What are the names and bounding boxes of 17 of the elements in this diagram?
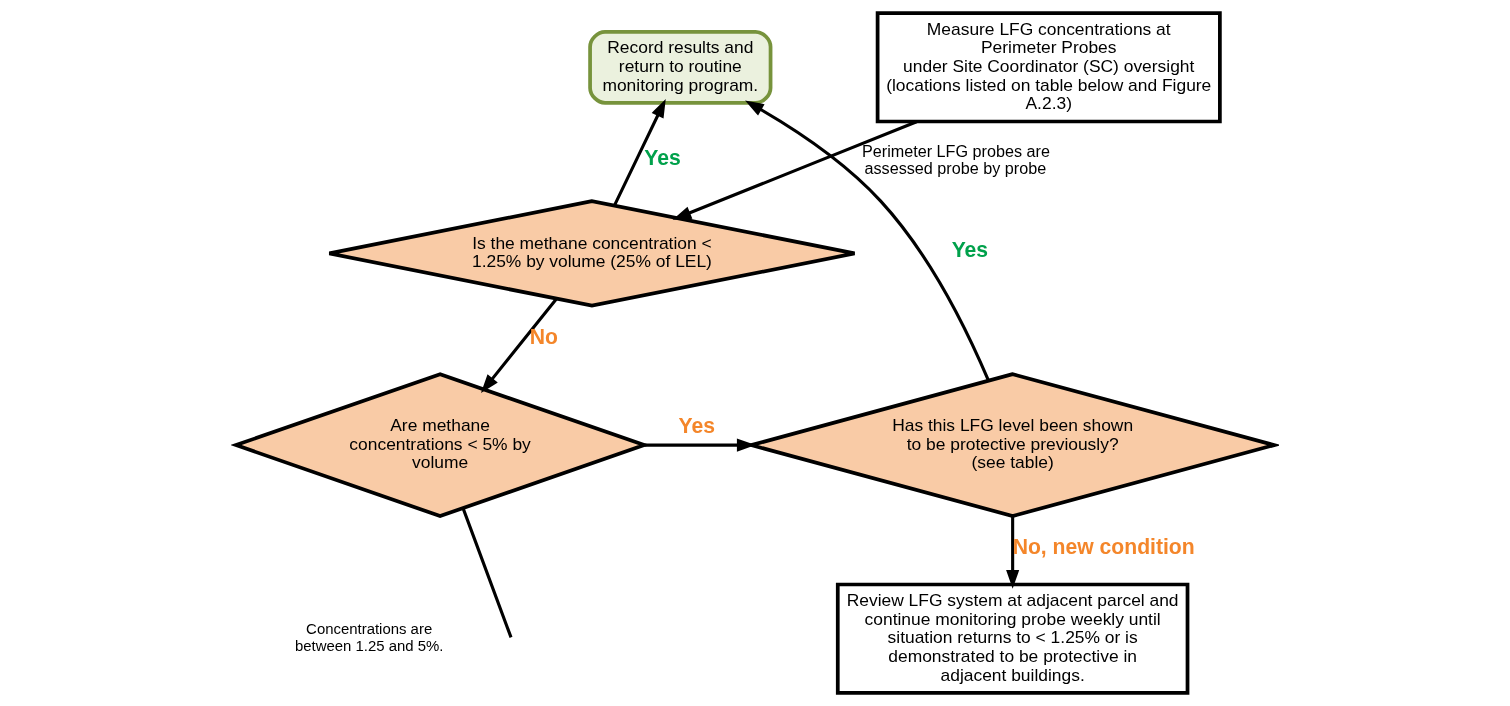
connector	[461, 507, 513, 638]
label: Concentrations are between 1.25 and 5%.	[294, 620, 444, 654]
arrow	[745, 100, 990, 381]
arrow	[613, 98, 666, 206]
edge-label: Yes	[951, 238, 989, 262]
arrow	[1006, 516, 1020, 589]
edge-label: No, new condition	[1012, 535, 1195, 559]
node-box: Measure LFG concentrations at Perimeter Probes under Site Coordinator (SC) oversight (locations listed on table below and Figure A.2.3)	[875, 11, 1222, 124]
edge-label: No	[529, 324, 558, 348]
edge-label: Yes	[678, 414, 715, 438]
arrow	[672, 120, 918, 220]
node-diamond: Is the methane concentration < 1.25% by volume (25% of LEL)	[327, 199, 857, 308]
edge-label: Yes	[644, 146, 681, 170]
edge-label: Perimeter LFG probes are assessed probe by probe	[862, 141, 1050, 178]
arrow	[480, 298, 558, 393]
node-box: Record results and return to routine monitoring program.	[588, 30, 773, 105]
node-box: Review LFG system at adjacent parcel and continue monitoring probe weekly until situation returns to < 1.25% or is demonstrated to be protective in adjacent buildings.	[835, 582, 1190, 695]
